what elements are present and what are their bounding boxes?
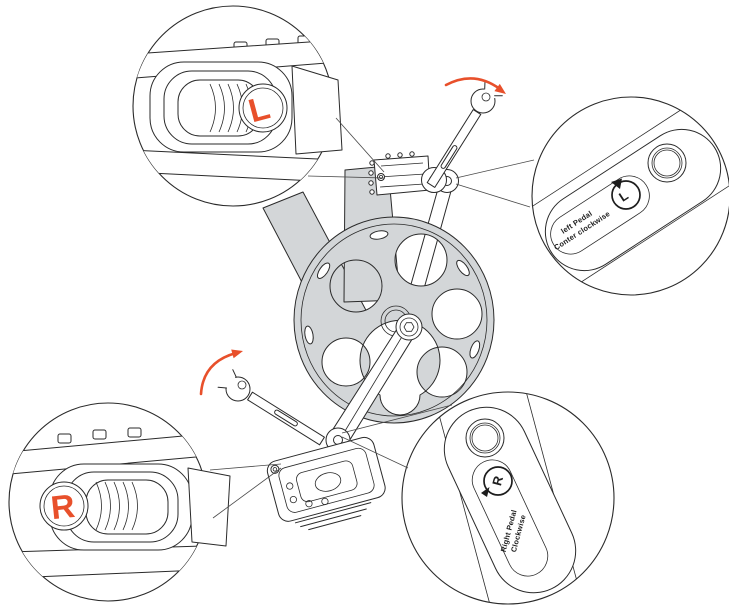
leader-tr-lower: [455, 183, 531, 208]
left-pedal-spindle-end: [377, 173, 385, 181]
magnifier-top-right-content: L left Pedal Conter clockwise: [532, 97, 729, 295]
chainring-slots: [304, 230, 481, 359]
wrench-bottom-jaw: [217, 369, 251, 402]
leader-tr-upper: [455, 159, 535, 179]
crank-bolt-hex: [403, 322, 415, 332]
rotation-arrow-bottom-head: [231, 349, 243, 359]
right-pedal-body: [266, 436, 386, 522]
tl-axle-end-cap: [238, 83, 288, 133]
tl-pedal-bottom-plate: [133, 149, 333, 183]
br-circled-letter: R: [489, 474, 506, 488]
rotation-arrow-bottom-curve: [199, 351, 238, 396]
br-label-outline: [471, 459, 549, 577]
wrench-top-slot: [440, 145, 458, 169]
tl-crank-clamp: [291, 65, 343, 155]
left-pedal-pins: [368, 151, 415, 195]
leader-br-upper: [341, 404, 453, 434]
magnifier-bottom-left: R: [8, 402, 231, 602]
bl-axle-threads: [95, 481, 138, 531]
rotation-arrow-bottom: [199, 349, 243, 396]
bl-axle-end-cap: [39, 481, 89, 531]
rotation-arrow-top-curve: [444, 77, 502, 91]
wrench-bottom: [217, 369, 325, 446]
leader-bl-upper: [209, 463, 282, 471]
tr-crank-edge-upper: [532, 97, 708, 224]
leader-bl-lower: [212, 467, 282, 519]
leader-br-lower: [341, 436, 409, 469]
magnifier-top-left-content: L: [133, 35, 333, 183]
magnifier-top-left: L: [132, 5, 343, 207]
wrench-bottom-slot: [274, 409, 298, 427]
tr-crank-edge-lower: [554, 168, 729, 295]
br-direction-mark: R: [481, 466, 513, 497]
br-pedal-hole: [465, 418, 505, 458]
magnifier-bottom-right: R Right Pedal Clockwise: [401, 391, 615, 605]
br-cw-arrowhead: [481, 487, 490, 497]
chainring-rim-line: [300, 223, 488, 417]
br-crank-edge-right: [517, 392, 586, 604]
rotation-arrow-top: [444, 77, 506, 94]
rotation-arrow-top-head: [494, 83, 506, 94]
leader-tl-lower: [307, 175, 385, 179]
wrench-top-jaw: [470, 80, 503, 114]
right-pedal-plates: [294, 502, 372, 531]
bl-pedal-tabs: [57, 427, 142, 444]
tr-ccw-arrowhead: [611, 178, 622, 189]
bl-axle-letter: R: [49, 487, 77, 526]
bl-crank-clamp: [187, 467, 231, 547]
leader-lines: [209, 117, 535, 519]
crankset-illustration: [199, 77, 506, 531]
leader-tl-upper: [335, 117, 385, 173]
br-crank-edge-left: [430, 392, 499, 604]
tr-pedal-hole: [647, 143, 687, 183]
chainring: [293, 216, 495, 424]
right-pedal: [266, 436, 386, 531]
wrench-top: [426, 80, 503, 188]
right-pedal-pins: [286, 482, 329, 508]
magnifier-top-right: L left Pedal Conter clockwise: [531, 96, 729, 296]
bl-axle-barrel: [49, 463, 193, 551]
magnifier-bottom-right-content: R Right Pedal Clockwise: [430, 392, 586, 604]
magnifier-bottom-left-content: R: [9, 427, 207, 579]
